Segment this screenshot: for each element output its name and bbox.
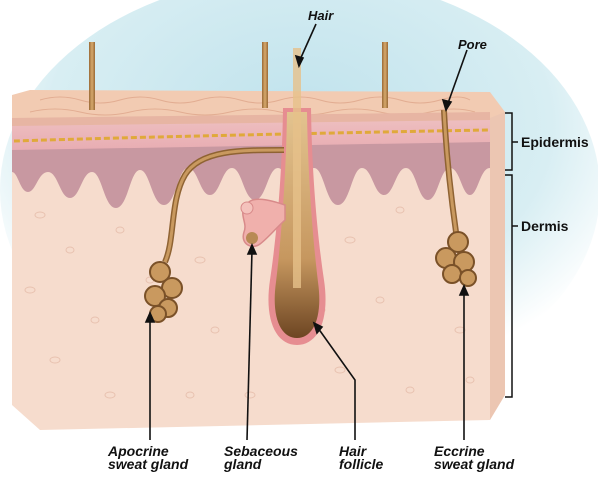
epidermis-label: Epidermis [521, 135, 589, 149]
hair-shaft-middle [262, 42, 268, 108]
hair-label: Hair [308, 9, 333, 22]
pore-label: Pore [458, 38, 487, 51]
sebaceous-label: Sebaceous gland [224, 445, 298, 471]
eccrine-label: Eccrine sweat gland [434, 445, 514, 471]
apocrine-label: Apocrine sweat gland [108, 445, 188, 471]
hair-shaft-left [89, 42, 95, 110]
hair-shaft-right [382, 42, 388, 108]
hair-shaft-center [293, 48, 301, 288]
eccrine-label-line2: sweat gland [434, 458, 514, 471]
block-side-face [490, 100, 505, 420]
sebaceous-label-line2: gland [224, 458, 298, 471]
apocrine-label-line2: sweat gland [108, 458, 188, 471]
dermis-label: Dermis [521, 219, 568, 233]
hair-follicle-label: Hair follicle [339, 445, 383, 471]
hair-follicle-label-line2: follicle [339, 458, 383, 471]
